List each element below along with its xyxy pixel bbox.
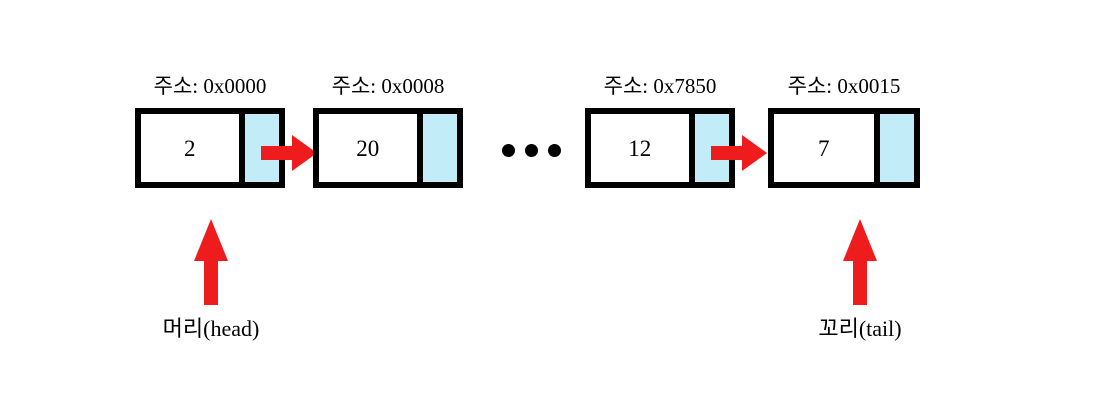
- node-address-label-2: 주소: 0x0008: [331, 74, 445, 98]
- head-pointer-label: 머리(head): [162, 316, 260, 341]
- node-address-label-4: 주소: 0x0015: [787, 74, 901, 98]
- node-address-label-3: 주소: 0x7850: [603, 74, 717, 98]
- node-pointer-cell-2: [416, 114, 457, 182]
- continuation-ellipsis: [502, 144, 561, 157]
- ellipsis-dot-3: [548, 144, 561, 157]
- node-value-2: 20: [319, 114, 417, 182]
- next-pointer-arrow-3: [711, 135, 767, 171]
- tail-pointer-label: 꼬리(tail): [818, 316, 902, 341]
- tail-pointer-arrow: [843, 219, 877, 305]
- next-pointer-arrow-1: [261, 135, 317, 171]
- list-node-2: 20: [313, 108, 463, 188]
- node-value-3: 12: [591, 114, 689, 182]
- list-node-4: 7: [768, 108, 920, 188]
- node-value-4: 7: [774, 114, 874, 182]
- ellipsis-dot-1: [502, 144, 515, 157]
- ellipsis-dot-2: [525, 144, 538, 157]
- head-pointer-arrow: [194, 219, 228, 305]
- node-address-label-1: 주소: 0x0000: [153, 74, 267, 98]
- node-pointer-cell-4: [873, 114, 914, 182]
- list-node-3: 12: [585, 108, 735, 188]
- node-value-1: 2: [141, 114, 239, 182]
